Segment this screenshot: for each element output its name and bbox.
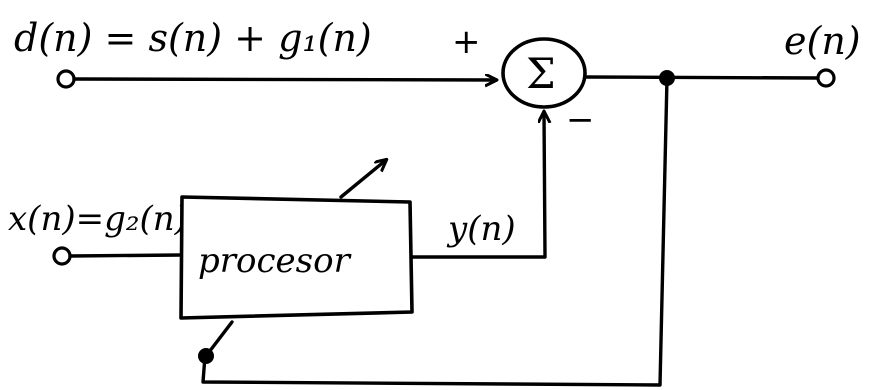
summing-junction-circle [501,37,587,109]
d-input-terminal [56,69,76,89]
x-input-label: x(n)=g₂(n) [8,199,188,239]
sigma-symbol: Σ [526,49,556,98]
summing-junction: Σ [501,37,587,109]
x-input-terminal [52,246,72,266]
processor-box [179,195,414,320]
processor-label: procesor [198,241,352,281]
y-output-wire [410,112,545,259]
adaptation-arrow [339,160,386,199]
feedback-to-processor-wire [204,320,234,358]
plus-sign: + [452,22,481,62]
e-output-terminal [816,68,836,88]
error-feedback-wire [201,76,669,387]
minus-sign: − [566,100,595,140]
error-output-wire [583,75,820,80]
e-output-label: e(n) [784,19,861,63]
x-input-wire [68,253,184,258]
d-input-label: d(n) = s(n) + g₁(n) [14,16,372,60]
d-input-wire [72,79,496,80]
processor-block: procesor [179,195,414,320]
y-output-label: y(n) [446,209,516,249]
